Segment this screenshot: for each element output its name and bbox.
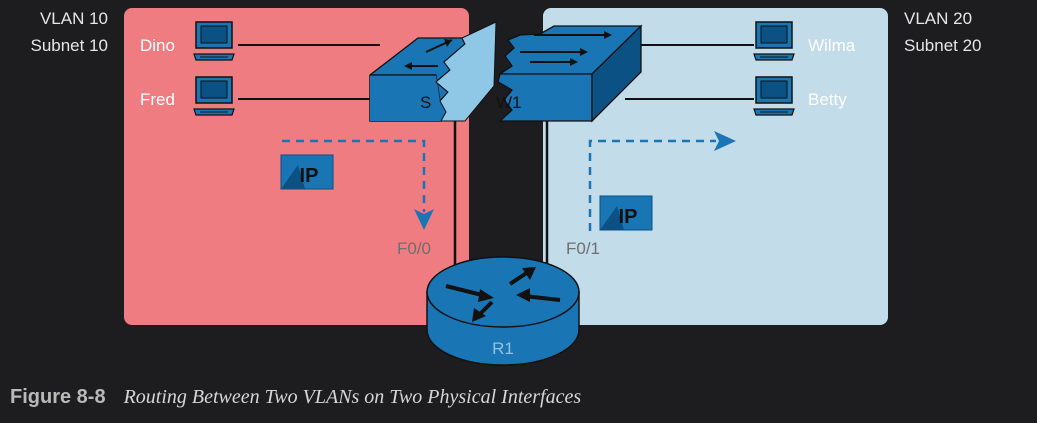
figure-title: Routing Between Two VLANs on Two Physica… [123, 386, 582, 408]
host-dino-label: Dino [140, 36, 175, 55]
subnet10-label: Subnet 10 [30, 36, 108, 55]
figure-number: Figure 8-8 [10, 386, 106, 408]
switch-label-right: W1 [496, 93, 522, 112]
packet-path-vlan10 [282, 139, 426, 212]
pc-icon [753, 76, 795, 116]
pc-icon [753, 21, 795, 61]
switch-label-left: S [420, 93, 431, 112]
pc-icon [193, 76, 235, 116]
host-wilma-label: Wilma [808, 36, 856, 55]
ip-packet-icon: IP [280, 154, 334, 190]
vlan-routing-diagram: VLAN 10 Subnet 10 VLAN 20 Subnet 20 Dino… [30, 8, 982, 366]
vlan20-area [543, 8, 888, 325]
subnet20-label: Subnet 20 [904, 36, 982, 55]
router-port-f00-label: F0/0 [397, 239, 431, 258]
arrow-right-icon [714, 131, 736, 151]
router-icon [426, 256, 580, 366]
host-betty-label: Betty [808, 90, 847, 109]
ip-packet-label: IP [619, 206, 638, 228]
switch-icon [369, 21, 643, 123]
arrow-down-icon [414, 209, 434, 230]
packet-path-vlan20 [588, 139, 716, 231]
router-label: R1 [492, 339, 514, 358]
router-port-f01-label: F0/1 [566, 239, 600, 258]
figure-caption: Figure 8-8 Routing Between Two VLANs on T… [10, 386, 581, 409]
host-fred-label: Fred [140, 90, 175, 109]
ip-packet-icon: IP [599, 195, 653, 231]
vlan10-label: VLAN 10 [40, 9, 108, 28]
ip-packet-label: IP [300, 165, 319, 187]
vlan20-label: VLAN 20 [904, 9, 972, 28]
pc-icon [193, 21, 235, 61]
